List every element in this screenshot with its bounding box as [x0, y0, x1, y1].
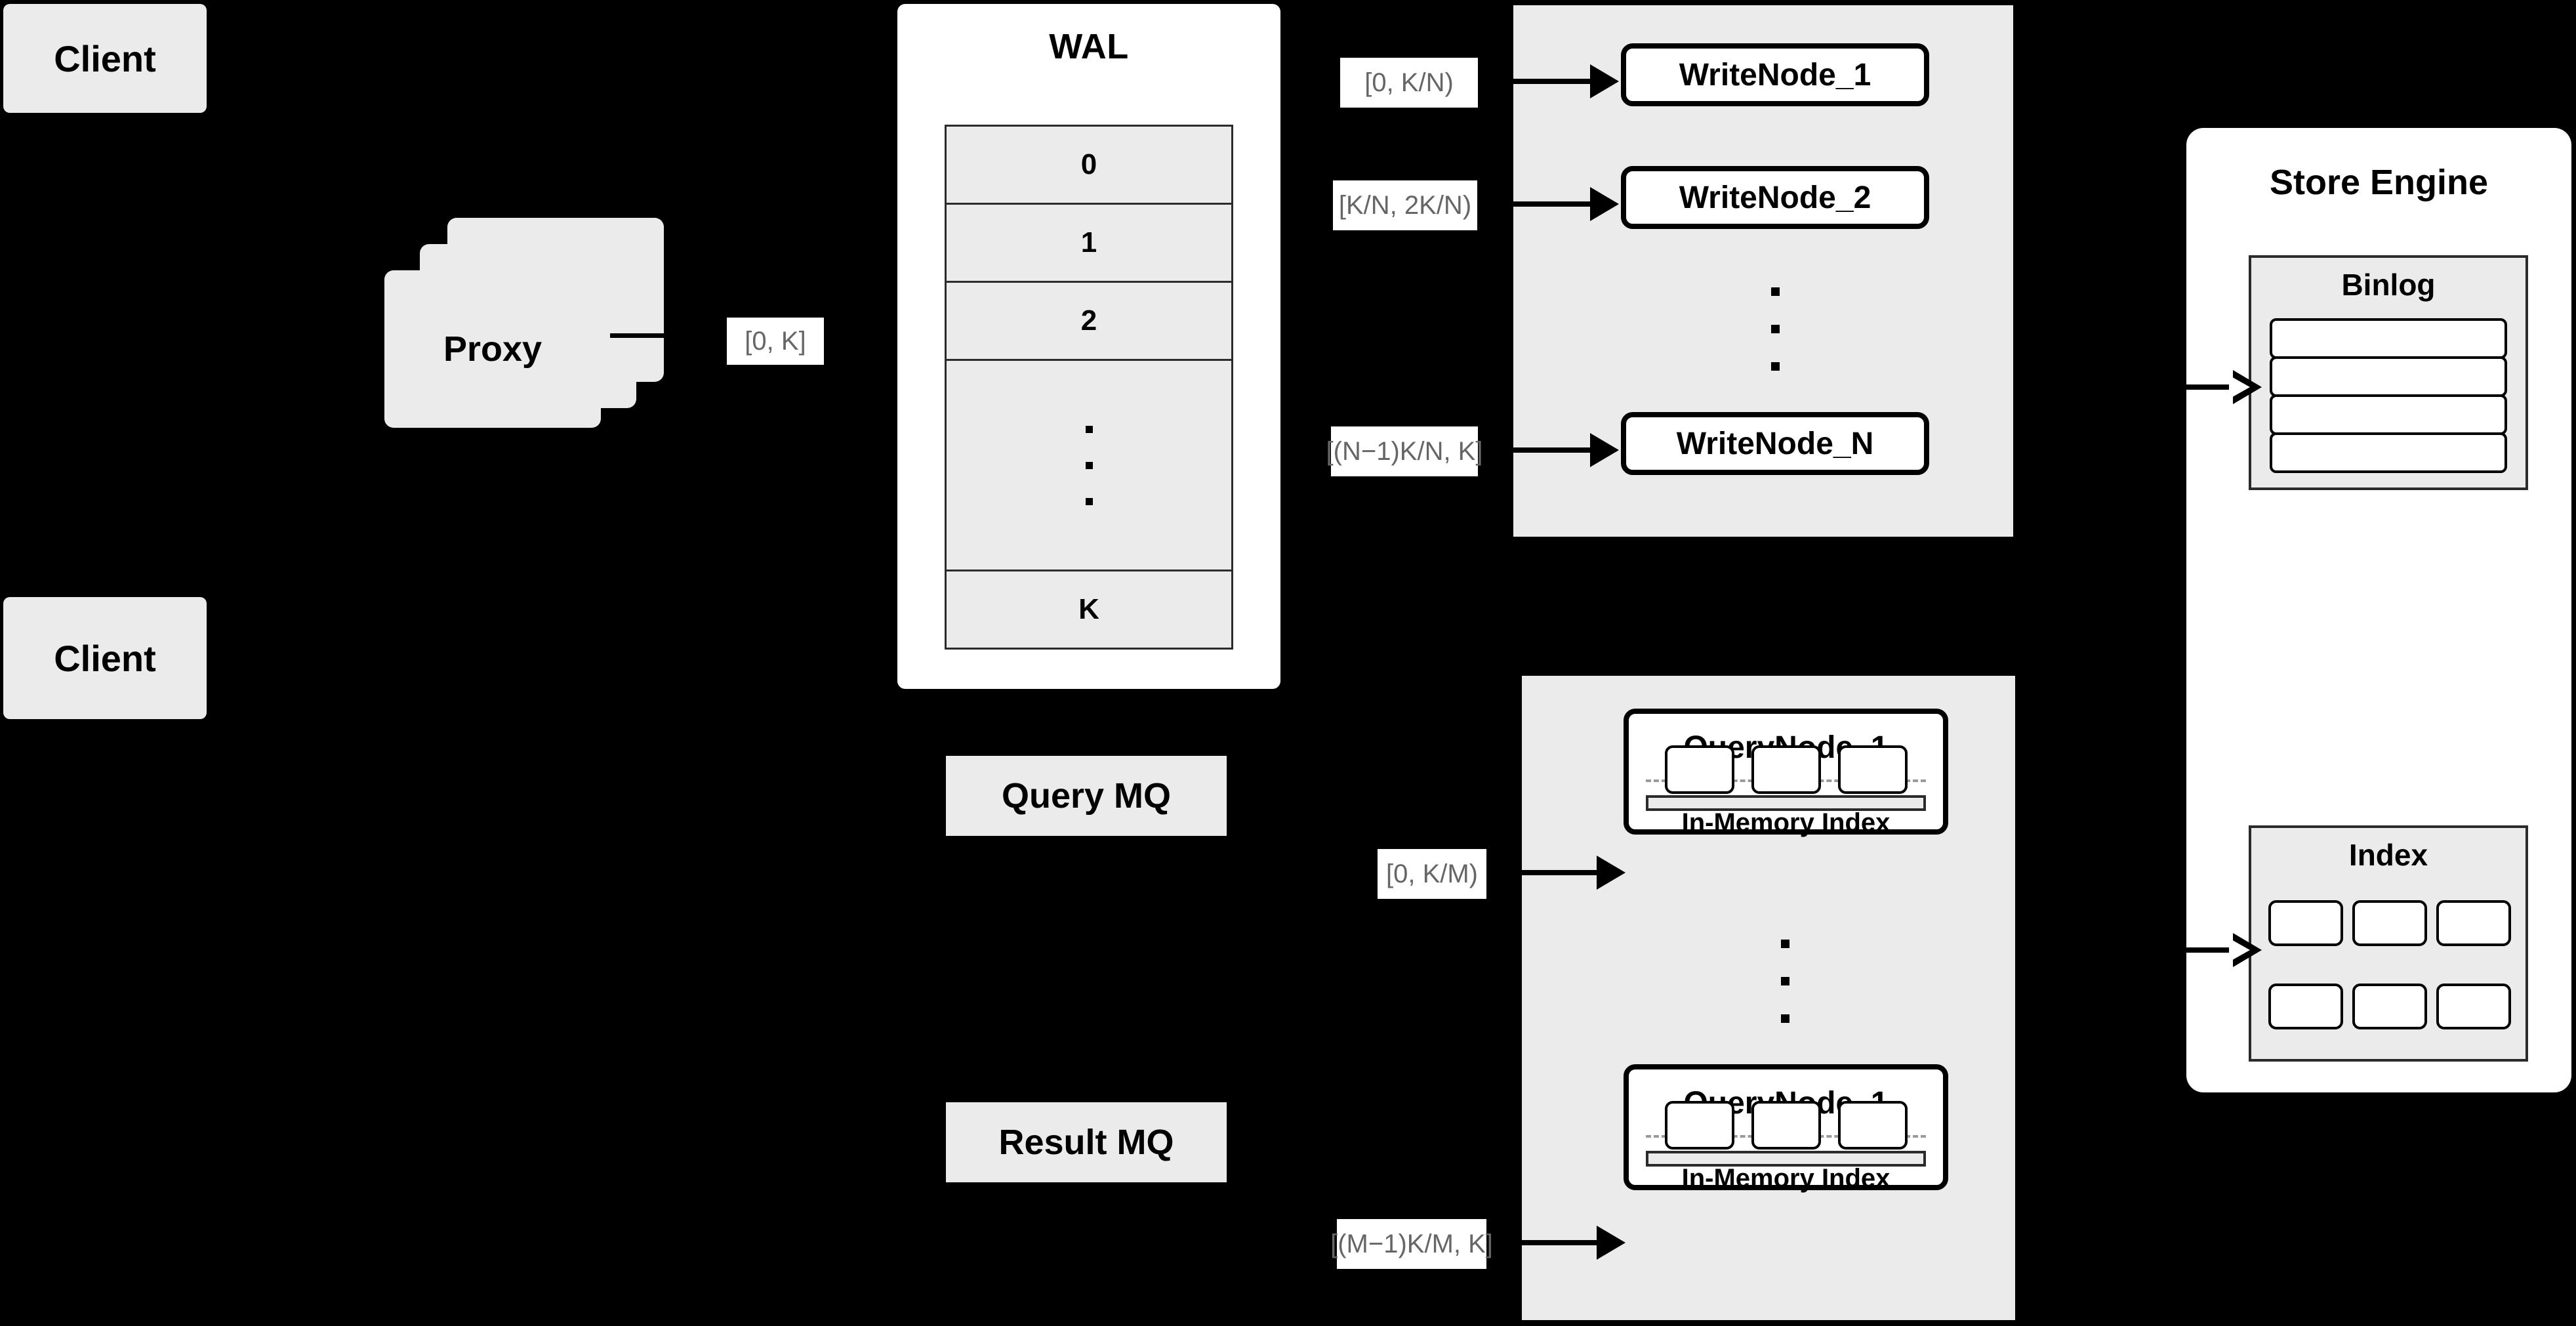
write-node-2[interactable]: WriteNode_2	[1621, 166, 1929, 229]
index-box: Index	[2249, 825, 2528, 1062]
query-node-1[interactable]: QueryNode_1 In-Memory Index	[1624, 709, 1948, 837]
proxy-stack-edge	[610, 333, 665, 338]
index-cell	[1837, 1101, 1908, 1150]
ellipsis-dot	[1085, 425, 1093, 433]
result-mq-box[interactable]: Result MQ	[946, 1102, 1227, 1182]
write-node-1-label: WriteNode_1	[1679, 57, 1871, 93]
proxy-label: Proxy	[443, 329, 542, 369]
query-node-ellipsis	[1781, 925, 1789, 1037]
wal-table: 0 1 2 K	[945, 125, 1233, 650]
query-node-2-arrow-line	[1476, 1240, 1601, 1245]
write-node-1-arrow-line	[1469, 79, 1594, 84]
in-memory-index-cells	[1664, 745, 1908, 794]
in-memory-index-cells	[1664, 1101, 1908, 1150]
ellipsis-dot	[1085, 461, 1093, 469]
client-box-2[interactable]: Client	[3, 597, 207, 719]
query-node-1-arrow-head	[1597, 856, 1625, 890]
binlog-row	[2270, 356, 2507, 397]
query-node-2[interactable]: QueryNode_1 In-Memory Index	[1624, 1064, 1948, 1193]
query-node-2-range-label: [(M−1)K/M, K]	[1330, 1219, 1493, 1269]
index-cell	[1664, 1101, 1734, 1150]
binlog-rows	[2270, 318, 2507, 473]
index-cell	[2436, 983, 2511, 1029]
wal-title: WAL	[1049, 27, 1129, 66]
in-memory-index-title: In-Memory Index	[1681, 1164, 1891, 1193]
write-node-2-arrow-head	[1590, 187, 1619, 221]
query-node-1-range-label: [0, K/M)	[1378, 849, 1486, 899]
binlog-row	[2270, 432, 2507, 473]
binlog-title: Binlog	[2341, 268, 2436, 302]
index-arrow-line	[2177, 947, 2238, 953]
index-title: Index	[2348, 838, 2428, 872]
index-cell	[2352, 900, 2427, 946]
wal-row-2: 2	[947, 283, 1231, 361]
wal-row-k: K	[947, 571, 1231, 648]
ellipsis-dot	[1771, 362, 1780, 371]
query-node-2-arrow-head	[1597, 1226, 1625, 1260]
query-mq-label: Query MQ	[1001, 776, 1172, 816]
wal-row-0: 0	[947, 127, 1231, 205]
in-memory-index-title: In-Memory Index	[1681, 808, 1891, 837]
index-cell	[2268, 900, 2343, 946]
proxy-box[interactable]: Proxy	[384, 270, 601, 428]
ellipsis-dot	[1771, 287, 1780, 296]
write-node-n[interactable]: WriteNode_N	[1621, 412, 1929, 475]
index-cell	[1751, 1101, 1821, 1150]
write-node-1-arrow-head	[1590, 64, 1619, 98]
query-node-2-in-memory-index: In-Memory Index	[1646, 1101, 1926, 1193]
write-node-n-arrow-head	[1590, 433, 1619, 467]
binlog-arrow-head	[2229, 370, 2262, 404]
binlog-row	[2270, 394, 2507, 435]
ellipsis-dot	[1781, 1014, 1789, 1023]
wal-panel: WAL 0 1 2 K	[897, 4, 1280, 689]
query-node-panel: QueryNode_1 In-Memory Index QueryNode_1 …	[1522, 676, 2015, 1320]
write-node-1-range-label: [0, K/N)	[1340, 58, 1478, 108]
index-cell	[1664, 745, 1734, 794]
index-cell	[2352, 983, 2427, 1029]
write-node-2-range-label: [K/N, 2K/N)	[1333, 180, 1477, 230]
write-node-ellipsis	[1771, 273, 1780, 385]
ellipsis-dot	[1771, 325, 1780, 333]
index-cell	[2268, 983, 2343, 1029]
binlog-row	[2270, 318, 2507, 359]
binlog-box: Binlog	[2249, 255, 2528, 490]
client-label-1: Client	[54, 37, 156, 79]
index-cell	[2436, 900, 2511, 946]
write-node-2-arrow-line	[1469, 201, 1594, 207]
write-node-2-label: WriteNode_2	[1679, 180, 1871, 215]
client-box-1[interactable]: Client	[3, 4, 207, 113]
binlog-arrow-line	[2177, 384, 2238, 390]
ellipsis-dot	[1781, 940, 1789, 948]
write-node-n-label: WriteNode_N	[1676, 426, 1874, 461]
client-label-2: Client	[54, 637, 156, 679]
index-arrow-head	[2229, 933, 2262, 967]
result-mq-label: Result MQ	[998, 1123, 1174, 1162]
wal-row-ellipsis	[947, 361, 1231, 571]
proxy-range-label: [0, K]	[727, 318, 824, 365]
index-cell	[1837, 745, 1908, 794]
ellipsis-dot	[1085, 497, 1093, 505]
write-node-n-arrow-line	[1469, 447, 1594, 453]
write-node-n-range-label: [(N−1)K/N, K]	[1326, 426, 1482, 476]
ellipsis-dot	[1781, 977, 1789, 985]
index-grid	[2268, 887, 2511, 1042]
query-mq-box[interactable]: Query MQ	[946, 756, 1227, 836]
write-node-1[interactable]: WriteNode_1	[1621, 43, 1929, 106]
store-engine-title: Store Engine	[2269, 163, 2489, 202]
query-node-1-arrow-line	[1476, 870, 1601, 875]
write-node-panel: WriteNode_1 WriteNode_2 WriteNode_N	[1513, 5, 2013, 537]
wal-row-1: 1	[947, 205, 1231, 283]
index-cell	[1751, 745, 1821, 794]
query-node-1-in-memory-index: In-Memory Index	[1646, 745, 1926, 837]
